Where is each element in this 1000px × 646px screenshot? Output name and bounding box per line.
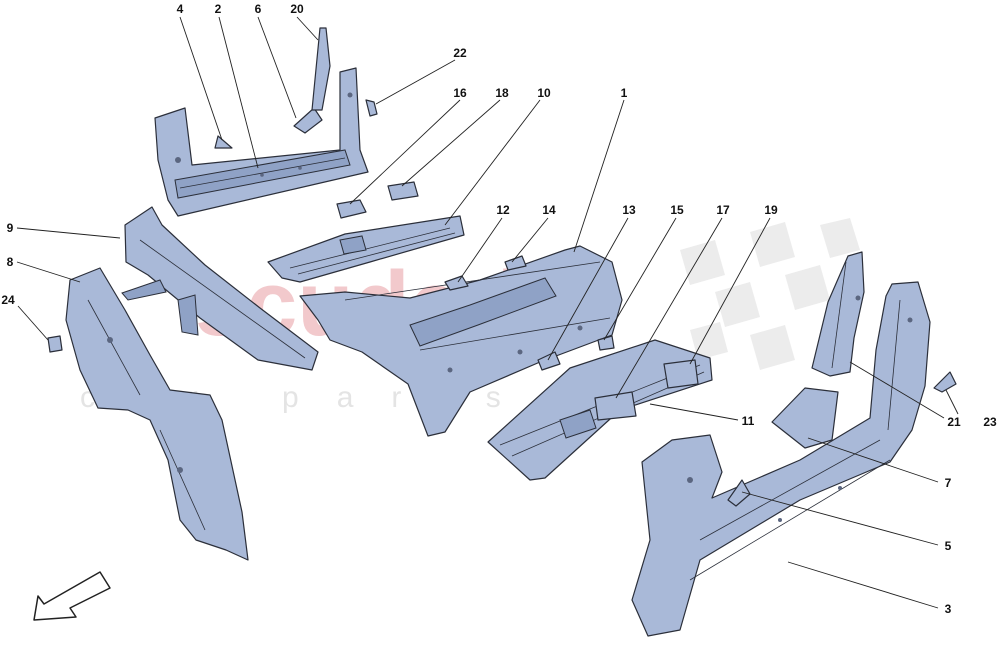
callout-13: 13 — [622, 203, 636, 217]
callout-14: 14 — [542, 203, 556, 217]
part-9-cross-beam[interactable] — [121, 206, 319, 371]
callout-22: 22 — [453, 46, 467, 60]
callout-10: 10 — [537, 86, 551, 100]
part-19-plate[interactable] — [663, 359, 699, 389]
part-4-gusset[interactable] — [214, 135, 233, 149]
part-8-front-bulkhead[interactable] — [65, 267, 249, 561]
part-22-clip[interactable] — [365, 99, 378, 117]
parts — [47, 27, 957, 637]
callout-7: 7 — [945, 476, 952, 490]
callout-6: 6 — [255, 2, 262, 16]
callout-8: 8 — [7, 255, 14, 269]
callout-labels: 1 2 3 4 5 6 7 8 9 10 11 12 13 14 15 16 1… — [1, 2, 997, 616]
callout-24: 24 — [1, 293, 15, 307]
part-21-b-pillar[interactable] — [811, 251, 865, 377]
callout-21: 21 — [947, 415, 961, 429]
callout-1: 1 — [621, 86, 628, 100]
callout-23: 23 — [983, 415, 997, 429]
part-23-clip[interactable] — [933, 371, 957, 393]
callout-15: 15 — [670, 203, 684, 217]
callout-2: 2 — [215, 2, 222, 16]
callout-11: 11 — [742, 414, 755, 428]
callout-20: 20 — [290, 2, 304, 16]
callout-12: 12 — [496, 203, 510, 217]
part-14-bracket[interactable] — [504, 255, 527, 271]
part-2-upper-frame[interactable] — [154, 67, 369, 217]
part-3-side-sill[interactable] — [631, 281, 931, 637]
part-7-inner-panel[interactable] — [771, 387, 839, 449]
callout-17: 17 — [716, 203, 730, 217]
part-13-bracket[interactable] — [537, 351, 561, 371]
leader-lines — [16, 16, 959, 609]
part-24-clip[interactable] — [47, 335, 63, 353]
part-10-floor-panel[interactable] — [267, 215, 465, 283]
callout-5: 5 — [945, 539, 952, 553]
part-6-bracket[interactable] — [293, 107, 323, 134]
part-20-pillar-plate[interactable] — [311, 27, 331, 111]
part-15-bracket[interactable] — [597, 335, 615, 351]
callout-18: 18 — [495, 86, 509, 100]
part-12-bracket[interactable] — [444, 275, 469, 291]
part-1-central-tunnel[interactable] — [299, 245, 623, 437]
part-17-plate[interactable] — [594, 391, 637, 421]
arrow-front-left-icon — [33, 571, 111, 621]
callout-19: 19 — [764, 203, 778, 217]
callout-9: 9 — [7, 221, 14, 235]
callout-3: 3 — [945, 602, 952, 616]
callout-4: 4 — [177, 2, 184, 16]
callout-16: 16 — [453, 86, 467, 100]
